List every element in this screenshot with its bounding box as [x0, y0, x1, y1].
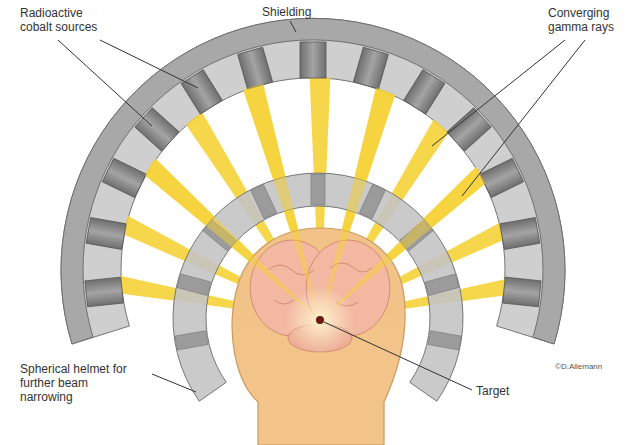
target-dot — [316, 316, 324, 324]
part-label: Converging gamma rays — [548, 6, 622, 34]
leader-lines — [58, 21, 585, 392]
part-label: Radioactive cobalt sources — [20, 6, 106, 34]
part-label: Target — [476, 384, 536, 398]
part-label: Shielding — [262, 5, 332, 19]
part-label: Spherical helmet for further beam narrow… — [20, 362, 138, 404]
watermark: ©D.Allemann — [555, 362, 623, 372]
target-glow — [286, 286, 354, 354]
